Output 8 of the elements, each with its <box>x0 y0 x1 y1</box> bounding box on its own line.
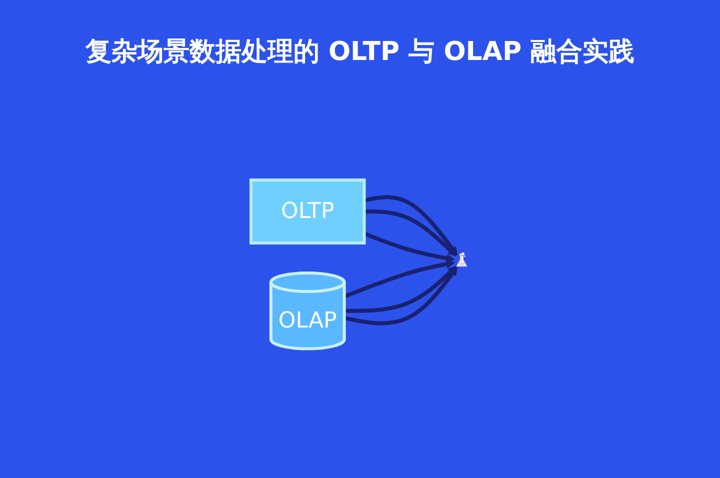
title: 复杂场景数据处理的 OLTP 与 OLAP 融合实践 <box>84 36 636 69</box>
arrow <box>344 266 457 312</box>
arrow <box>344 266 458 325</box>
arrow <box>363 231 455 262</box>
arrow <box>364 209 457 256</box>
arrow <box>343 259 455 298</box>
arrow <box>364 194 458 256</box>
node-box: OLTP <box>249 178 366 244</box>
